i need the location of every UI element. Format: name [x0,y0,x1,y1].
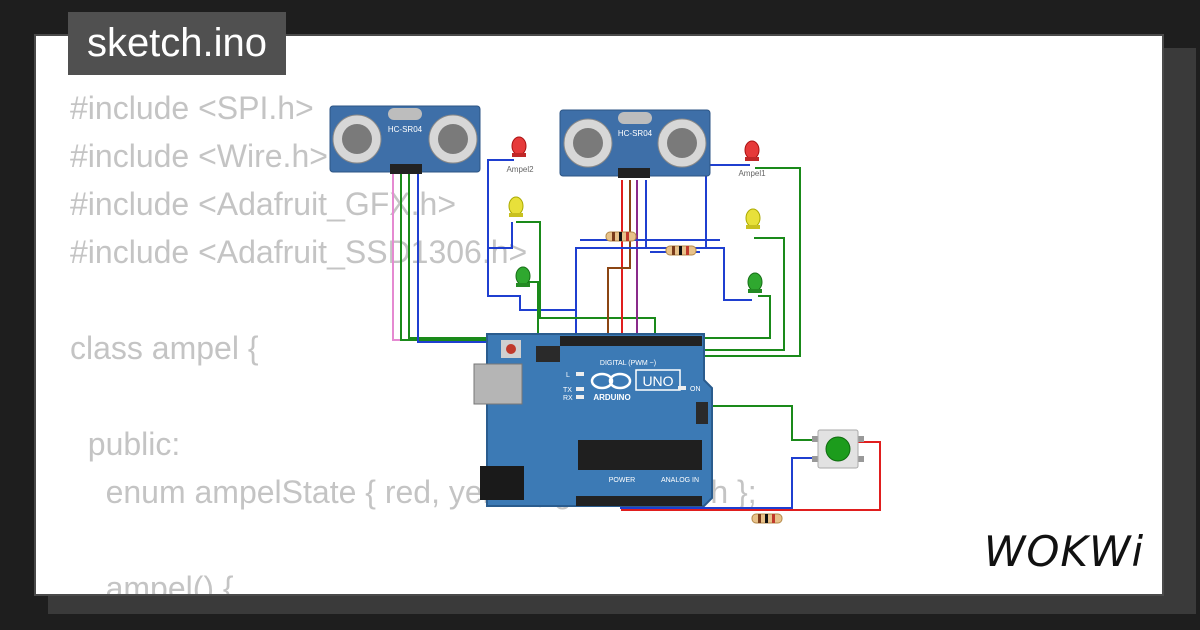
wire-blue-ampel1 [575,164,750,310]
atmega-chip [578,440,702,470]
led-green-ampel1[interactable] [747,272,763,293]
ampel1-label: Ampel1 [738,169,766,178]
wire-green-led-yellow [516,221,656,360]
wire-green-ampel1-red [700,167,801,357]
code-line: class ampel { [70,330,259,366]
resistor-2[interactable] [665,245,697,256]
ultrasonic-sensor-left[interactable]: HC-SR04 [329,105,481,174]
analog-label: ANALOG IN [661,477,699,484]
ampel2-traffic-light[interactable]: Ampel2 [506,136,534,287]
push-button[interactable] [812,429,864,469]
wire-red-right [621,180,648,511]
led-red-ampel1[interactable] [744,140,760,161]
digital-label: DIGITAL (PWM ~) [600,360,656,367]
arduino-uno-board[interactable]: DIGITAL (PWM ~) UNO ARDUINO L TX RX ON P… [473,333,713,507]
code-line: ampel() { [70,570,234,596]
power-jack [480,466,524,500]
digital-header [560,336,702,346]
code-line: public: [70,426,181,462]
ampel1-traffic-light[interactable]: Ampel1 [738,140,766,293]
power-label: POWER [609,477,635,484]
code-line: #include <SPI.h> [70,90,314,126]
tx-label: TX [563,387,572,394]
resistor-1[interactable] [605,231,637,242]
arduino-model: UNO [642,373,673,389]
wokwi-logo-text: WOKWi [984,527,1144,576]
rx-label: RX [563,395,573,402]
wire-blue-led-yellow [488,222,513,249]
sensor-label-right: HC-SR04 [618,129,653,138]
ampel2-label: Ampel2 [506,165,534,174]
wire-green-ampel1-green [662,295,771,339]
wire-blue-led-red [487,159,577,342]
led-red-ampel2[interactable] [511,136,527,157]
sensor-label-left: HC-SR04 [388,125,423,134]
wire-blue-right [645,180,752,301]
wire-pink [392,170,420,341]
wire-green-button [700,405,818,441]
l-label: L [566,372,570,379]
wire-blue-button [620,457,820,509]
wire-brown [607,180,631,360]
wire-green-2 [408,170,648,360]
arduino-name: ARDUINO [593,393,630,402]
code-line: #include <Wire.h> [70,138,328,174]
code-line: #include <Adafruit_GFX.h> [70,186,457,222]
wire-blue-1 [417,170,626,360]
wire-red-button [648,441,881,511]
wire-green-led-green [526,281,539,334]
code-background: #include <SPI.h> #include <Wire.h> #includ… [70,84,757,596]
code-line: #include <Adafruit_SSD1306.h> [70,234,528,270]
led-green-ampel2[interactable] [515,266,531,287]
ultrasonic-sensor-right[interactable]: HC-SR04 [559,109,711,178]
on-label: ON [690,386,701,393]
file-name-badge: sketch.ino [68,12,286,75]
power-analog-header [576,496,702,506]
arduino-infinity-logo [590,372,632,390]
wokwi-logo[interactable]: WOKWi [976,524,1152,580]
usb-port [473,363,523,405]
wire-green-ampel1-yellow [700,237,785,351]
led-yellow-ampel2[interactable] [508,196,524,217]
led-yellow-ampel1[interactable] [745,208,761,229]
resistor-3[interactable] [751,513,783,524]
